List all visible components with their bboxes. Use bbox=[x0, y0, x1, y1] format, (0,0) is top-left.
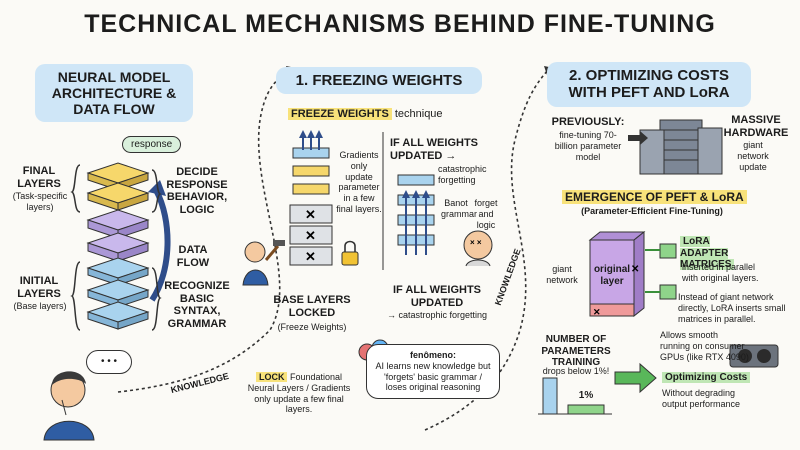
data-flow-label: DATA FLOW bbox=[176, 244, 210, 269]
drops-label: drops below 1%! bbox=[542, 366, 610, 376]
worker-with-hammer-illustration bbox=[242, 240, 285, 286]
svg-text:✕: ✕ bbox=[631, 264, 639, 275]
freeze-stack-illustration: ✕ ✕ ✕ bbox=[289, 130, 333, 266]
layer-stack bbox=[86, 162, 150, 330]
recognize-label: RECOGNIZE BASIC SYNTAX, GRAMMAR bbox=[164, 280, 230, 330]
optimizing-title: Optimizing Costs bbox=[662, 372, 751, 383]
decide-label: DECIDE RESPONSE BEHAVIOR, LOGIC bbox=[166, 166, 228, 216]
params-bar-chart bbox=[538, 377, 612, 415]
brace-recognize bbox=[151, 267, 162, 331]
initial-layers-sub: (Base layers) bbox=[13, 301, 67, 311]
lora-sub: inserted in parallel with original layer… bbox=[682, 262, 759, 283]
lora-title: LoRA ADAPTER MATRICES bbox=[680, 236, 760, 271]
previously-label: PREVIOUSLY: bbox=[551, 116, 625, 128]
forget-logic-label: forget and logic bbox=[474, 198, 498, 230]
thought-bubble: • • • bbox=[86, 350, 132, 374]
if-all-weights-bottom: IF ALL WEIGHTS UPDATED bbox=[393, 284, 481, 309]
response-bubble: response bbox=[122, 136, 182, 153]
original-layer-label: original layer bbox=[593, 264, 631, 287]
phenomenon-bubble: fenômeno: AI learns new knowledge but 'f… bbox=[366, 344, 500, 400]
emergence-sub: (Parameter-Efficient Fine-Tuning) bbox=[581, 206, 723, 216]
lock-note-rest: Foundational Neural Layers / Gradients o… bbox=[247, 372, 351, 415]
svg-text:✕: ✕ bbox=[305, 249, 316, 264]
emergence-title: EMERGENCE OF PEFT & LoRA bbox=[562, 190, 747, 204]
svg-text:✕: ✕ bbox=[593, 307, 601, 317]
original-layer-block: ✕ ✕ bbox=[588, 230, 646, 318]
freeze-subtitle-rest: technique bbox=[391, 108, 443, 120]
lora-adapters-illustration bbox=[645, 243, 677, 300]
layer-blue-1 bbox=[86, 257, 150, 286]
phenomenon-text: AI learns new knowledge but 'forgets' ba… bbox=[375, 360, 491, 393]
previously-sub: fine-tuning 70-billion parameter model bbox=[554, 130, 622, 162]
lock-note: LOCK Foundational Neural Layers / Gradie… bbox=[246, 372, 352, 415]
freeze-subtitle-highlight: FREEZE WEIGHTS bbox=[288, 108, 392, 120]
initial-layers-label: INITIAL LAYERS bbox=[17, 275, 61, 300]
banot-label: Banot grammar bbox=[441, 198, 478, 219]
giant-update-label: giant network update bbox=[737, 140, 769, 172]
num-params-label: NUMBER OF PARAMETERS TRAINING bbox=[541, 334, 611, 368]
base-locked-label: BASE LAYERS LOCKED bbox=[273, 294, 351, 319]
gradients-note: Gradients only update parameter in a few… bbox=[336, 150, 382, 214]
gpu-icon bbox=[729, 344, 779, 368]
brace-initial bbox=[70, 261, 81, 331]
green-arrow-icon bbox=[614, 362, 657, 394]
server-rack-illustration bbox=[639, 119, 723, 175]
final-layers-sub: (Task-specific layers) bbox=[12, 191, 68, 212]
section3-header: 2. OPTIMIZING COSTS WITH PEFT AND LoRA bbox=[547, 62, 751, 107]
phenomenon-title: fenômeno: bbox=[410, 350, 456, 360]
layer-blue-3 bbox=[86, 301, 150, 330]
person-thinking-illustration bbox=[43, 371, 95, 441]
page-title: TECHNICAL MECHANISMS BEHIND FINE-TUNING bbox=[84, 10, 716, 38]
section2-header: 1. FREEZING WEIGHTS bbox=[276, 67, 482, 95]
final-layers-label: FINAL LAYERS bbox=[17, 165, 61, 190]
section1-header: NEURAL MODEL ARCHITECTURE & DATA FLOW bbox=[35, 64, 193, 123]
catastrophic-top: catastrophic forgetting bbox=[438, 164, 487, 185]
giant-network-label: giant network bbox=[546, 264, 578, 285]
layer-purple-1 bbox=[86, 209, 150, 239]
brace-decide bbox=[151, 169, 162, 213]
one-percent-label: 1% bbox=[578, 390, 594, 401]
catastrophic-bottom: → catastrophic forgetting bbox=[386, 310, 488, 320]
base-locked-sub: (Freeze Weights) bbox=[277, 322, 347, 332]
lock-highlight: LOCK bbox=[255, 372, 288, 382]
layer-yellow-2 bbox=[86, 182, 150, 211]
svg-text:× ×: × × bbox=[470, 238, 482, 247]
updated-stack-illustration bbox=[397, 174, 435, 255]
arrow-icon bbox=[628, 131, 648, 145]
svg-text:✕: ✕ bbox=[305, 207, 316, 222]
confused-face-illustration: × × bbox=[463, 230, 493, 267]
instead-note: Instead of giant network directly, LoRA … bbox=[678, 292, 786, 324]
freeze-subtitle: FREEZE WEIGHTS technique bbox=[288, 108, 443, 120]
optimizing-highlight: Optimizing Costs bbox=[662, 372, 751, 383]
layer-purple-2 bbox=[86, 232, 150, 262]
massive-hardware-label: MASSIVE HARDWARE bbox=[723, 114, 789, 139]
padlock-icon bbox=[341, 240, 359, 266]
knowledge-path-1 bbox=[117, 69, 291, 393]
allows-note: Allows smooth running on consumer GPUs (… bbox=[660, 330, 749, 362]
brace-final bbox=[70, 164, 81, 213]
without-note: Without degrading output performance bbox=[662, 388, 741, 409]
layer-blue-2 bbox=[86, 279, 150, 308]
svg-text:✕: ✕ bbox=[305, 228, 316, 243]
if-all-weights-top: IF ALL WEIGHTS UPDATED → bbox=[390, 137, 478, 162]
emergence-highlight: EMERGENCE OF PEFT & LoRA bbox=[562, 190, 747, 204]
